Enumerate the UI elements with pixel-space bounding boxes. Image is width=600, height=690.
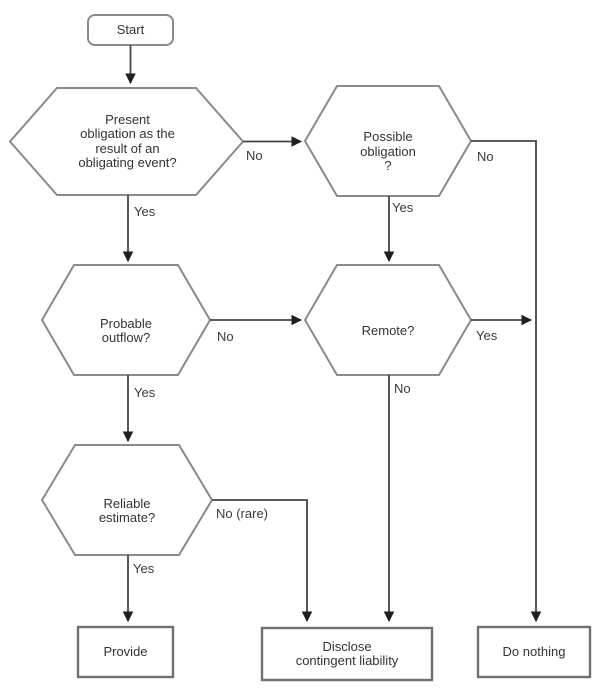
probable-outflow-hexagon	[40, 264, 212, 376]
reliable-estimate-hexagon	[40, 444, 214, 556]
node-shapes	[8, 14, 592, 682]
remote-hexagon	[303, 264, 473, 376]
arrow-possible-no-to-do-nothing	[471, 140, 542, 623]
arrow-reliable-no-to-disclose	[212, 499, 313, 623]
disclose-node-shape	[260, 626, 434, 682]
start-node-shape	[87, 14, 174, 46]
provide-node-shape	[76, 625, 175, 679]
possible-obligation-hexagon	[303, 85, 473, 197]
connector-arrows	[122, 45, 542, 623]
present-obligation-hexagon	[8, 87, 245, 196]
do-nothing-node-shape	[476, 625, 592, 679]
